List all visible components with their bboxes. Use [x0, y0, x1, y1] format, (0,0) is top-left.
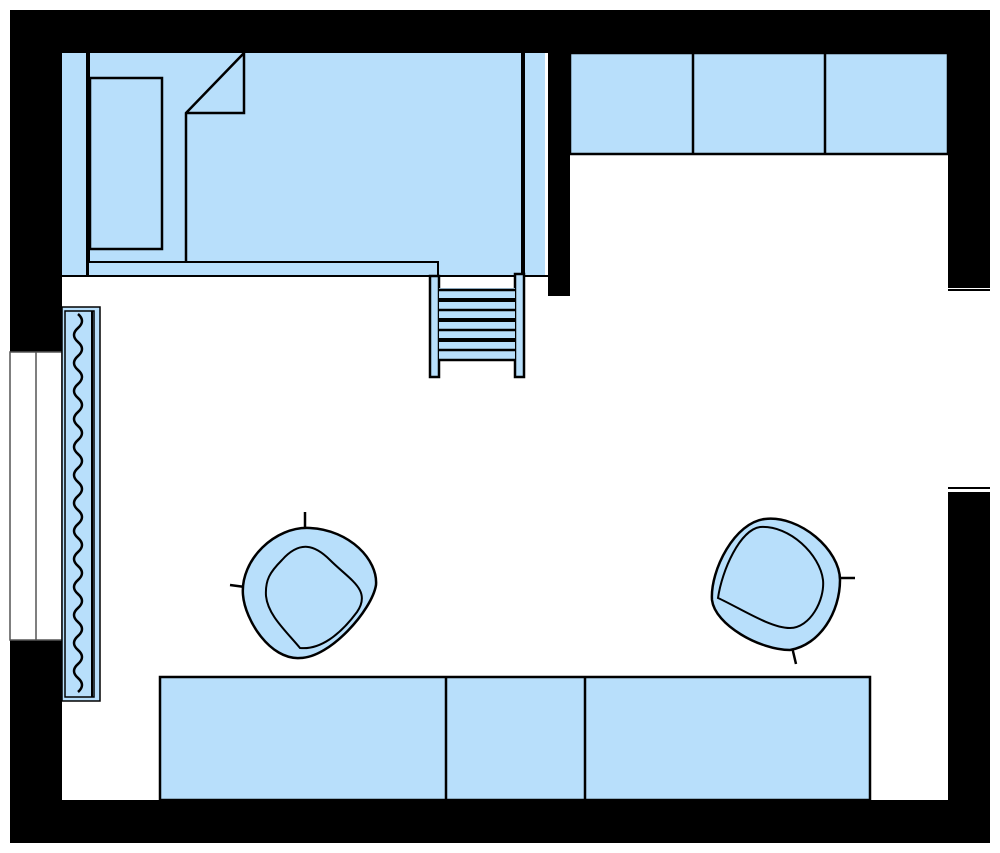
top-cabinets[interactable] — [568, 51, 950, 156]
loft-bed[interactable] — [62, 49, 548, 277]
armchair[interactable] — [229, 512, 378, 660]
doorway-right — [947, 288, 990, 492]
window-left — [9, 351, 63, 641]
sideboard[interactable] — [158, 675, 872, 802]
pillow — [88, 76, 164, 251]
radiator — [61, 306, 101, 702]
ladder[interactable] — [428, 272, 526, 379]
blanket — [184, 49, 246, 262]
armchair[interactable] — [710, 517, 855, 665]
bed-rail — [87, 261, 439, 276]
partition-wall — [548, 30, 570, 296]
